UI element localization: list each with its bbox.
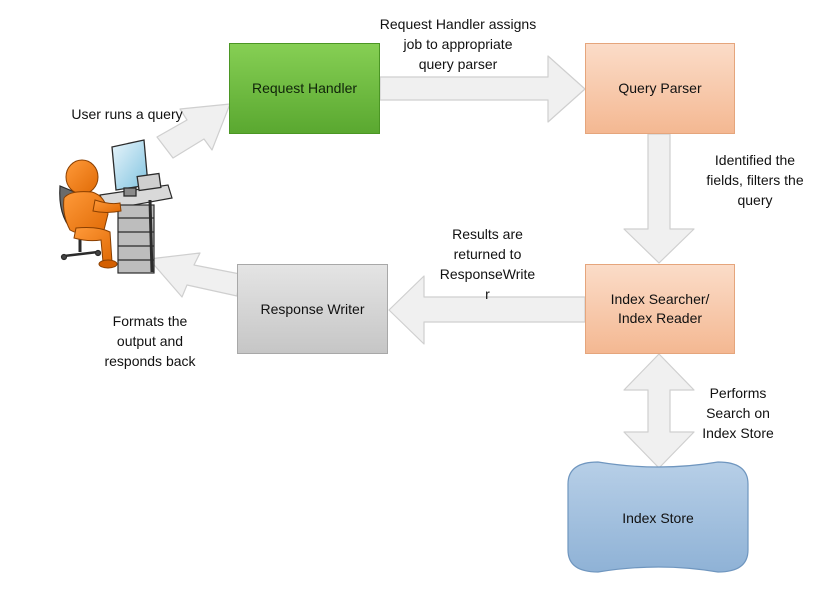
label-identified-fields-line-1: Identified the: [714, 152, 796, 168]
node-response-writer-label: Response Writer: [260, 300, 365, 317]
label-assigns-job-line-2: job to appropriate: [403, 36, 513, 52]
label-user-runs-query-text: User runs a query: [71, 106, 183, 122]
label-performs-search-line-2: Search on: [706, 405, 770, 421]
label-results-returned-line-3: ResponseWrite: [439, 266, 536, 282]
label-user-runs-query: User runs a query: [54, 104, 200, 124]
node-index-searcher-line-1: Index Searcher/: [610, 291, 710, 307]
arrow-request-handler-to-query-parser: [379, 55, 586, 123]
arrow-index-searcher-to-response-writer: [388, 275, 586, 345]
arrow-query-parser-to-index-searcher: [623, 133, 695, 264]
node-request-handler: Request Handler: [229, 43, 380, 134]
node-request-handler-label: Request Handler: [251, 80, 358, 96]
label-performs-search-line-3: Index Store: [702, 425, 774, 441]
label-identified-fields: Identified the fields, filters the query: [690, 150, 820, 210]
label-results-returned-line-2: returned to: [453, 246, 522, 262]
label-assigns-job-line-3: query parser: [418, 56, 498, 72]
arrow-response-writer-to-user: [148, 252, 241, 298]
label-identified-fields-line-2: fields, filters the: [706, 172, 804, 188]
label-results-returned: Results are returned to ResponseWrite r: [425, 224, 550, 304]
label-performs-search: Performs Search on Index Store: [690, 383, 786, 443]
user-at-computer-icon: [59, 139, 173, 274]
node-index-searcher-line-2: Index Reader: [617, 310, 703, 326]
node-index-store: Index Store: [622, 510, 694, 526]
label-formats-output: Formats the output and responds back: [90, 311, 210, 371]
label-formats-output-line-3: responds back: [104, 353, 196, 369]
node-index-searcher: Index Searcher/ Index Reader: [585, 264, 735, 354]
node-index-store-shape: [567, 461, 749, 573]
arrow-user-to-request-handler: [156, 103, 231, 159]
node-query-parser-label: Query Parser: [618, 80, 702, 96]
label-results-returned-line-1: Results are: [452, 226, 523, 242]
label-assigns-job-line-1: Request Handler assigns: [379, 16, 537, 32]
label-assigns-job: Request Handler assigns job to appropria…: [366, 14, 550, 74]
label-formats-output-line-2: output and: [116, 333, 184, 349]
node-response-writer: Response Writer: [237, 264, 388, 354]
label-results-returned-line-4: r: [485, 286, 490, 302]
label-formats-output-line-1: Formats the: [112, 313, 188, 329]
label-identified-fields-line-3: query: [737, 192, 773, 208]
node-query-parser: Query Parser: [585, 43, 735, 134]
label-performs-search-line-1: Performs: [709, 385, 767, 401]
arrow-index-searcher-index-store: [623, 353, 695, 469]
